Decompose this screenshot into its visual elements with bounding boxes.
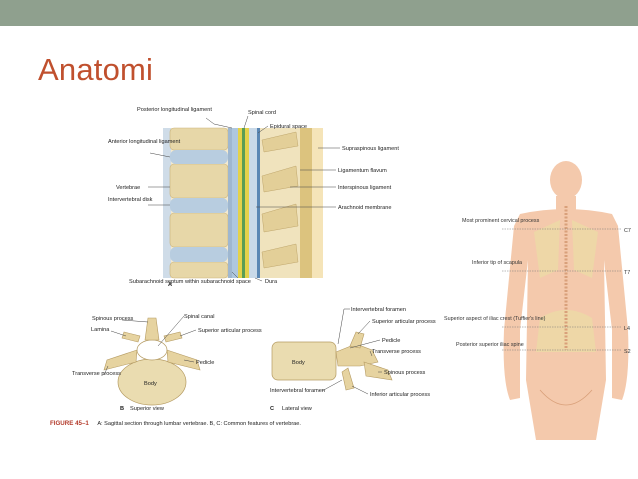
panel-a-letter: A (168, 282, 172, 288)
slide-title: Anatomi (38, 52, 154, 87)
level-l4: L4 (624, 326, 630, 332)
label-arachnoid-membrane: Arachnoid membrane (338, 205, 391, 211)
label-body-c: Body (292, 360, 305, 366)
label-pedicle-c: Pedicle (382, 338, 400, 344)
label-epidural-space: Epidural space (270, 124, 307, 130)
sagittal-section-illustration (163, 127, 323, 279)
label-spinal-canal: Spinal canal (184, 314, 214, 320)
label-superior-articular-process-b: Superior articular process (198, 328, 262, 334)
level-c7: C7 (624, 228, 631, 234)
label-superior-articular-process-c: Superior articular process (372, 319, 436, 325)
label-spinous-process-c: Spinous process (384, 370, 426, 376)
label-anterior-longitudinal-ligament: Anterior longitudinal ligament (108, 139, 181, 145)
label-interspinous-ligament: Interspinous ligament (338, 185, 392, 191)
panel-b-letter: B (120, 406, 124, 412)
level-t7: T7 (624, 270, 630, 276)
label-spinal-cord: Spinal cord (248, 110, 276, 116)
label-spinous-process-b: Spinous process (92, 316, 134, 322)
superior-view-illustration (103, 317, 201, 406)
label-most-prominent-cervical-process: Most prominent cervical process (462, 218, 540, 224)
label-supraspinous-ligament: Supraspinous ligament (342, 146, 399, 152)
top-bar (0, 0, 638, 26)
label-inferior-tip-of-scapula: Inferior tip of scapula (472, 260, 522, 266)
figure-caption: FIGURE 45–1 A: Sagittal section through … (50, 412, 301, 429)
label-inferior-articular-process: Inferior articular process (370, 392, 430, 398)
label-superior-aspect-iliac-crest: Superior aspect of iliac crest (Tuffier'… (444, 316, 546, 322)
lateral-view-illustration (271, 331, 393, 391)
label-dura: Dura (265, 279, 278, 285)
label-intervertebral-disk: Intervertebral disk (108, 197, 153, 203)
panel-c-view: Lateral view (282, 406, 313, 412)
label-intervertebral-foramen-bottom: Intervertebral foramen (270, 388, 325, 394)
label-subarachnoid-septum: Subarachnoid septum within subarachnoid … (129, 279, 251, 285)
label-transverse-process-b: Transverse process (72, 371, 121, 377)
label-posterior-superior-iliac-spine: Posterior superior iliac spine (456, 342, 524, 348)
label-posterior-longitudinal-ligament: Posterior longitudinal ligament (137, 107, 212, 113)
label-ligamentum-flavum: Ligamentum flavum (338, 168, 387, 174)
label-vertebrae: Vertebrae (116, 185, 140, 191)
label-pedicle-b: Pedicle (196, 360, 214, 366)
label-transverse-process-c: Transverse process (372, 349, 421, 355)
back-anatomy-illustration (503, 161, 629, 440)
panel-b-view: Superior view (130, 406, 165, 412)
label-body-b: Body (144, 381, 157, 387)
label-lamina: Lamina (91, 327, 110, 333)
panel-c-letter: C (270, 406, 274, 412)
label-intervertebral-foramen-top: Intervertebral foramen (351, 307, 406, 313)
level-s2: S2 (624, 349, 631, 355)
